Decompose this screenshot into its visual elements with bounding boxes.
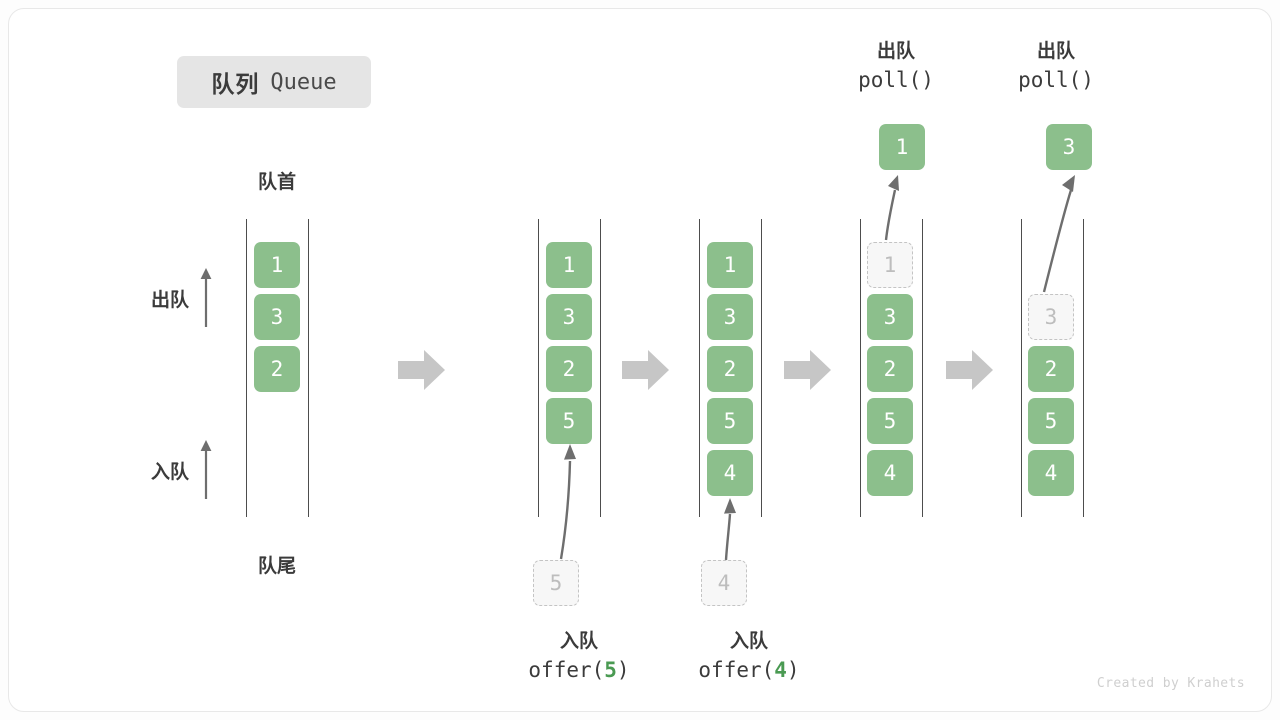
queue-element: 4 — [707, 450, 753, 496]
queue-rail-right — [761, 219, 762, 517]
outgoing-element-ghost: 1 — [867, 242, 913, 288]
queue-rail-left — [538, 219, 539, 517]
diagram-card: 队列 Queue 队首 队尾 出队 入队 1 3 2 1 3 2 5 5 — [8, 8, 1272, 712]
incoming-element-ghost: 5 — [533, 560, 579, 606]
caption-code: poll() — [1018, 67, 1094, 92]
title-cn: 队列 — [211, 71, 260, 97]
step-arrow-icon — [784, 350, 831, 390]
queue-element: 5 — [1028, 398, 1074, 444]
outgoing-element-ghost: 3 — [1028, 294, 1074, 340]
caption-cn: 出队 — [1036, 41, 1075, 62]
polled-element: 3 — [1046, 124, 1092, 170]
poll-3-caption: 出队 poll() — [961, 39, 1151, 96]
caption-code: poll() — [858, 67, 934, 92]
title-badge: 队列 Queue — [177, 56, 371, 108]
caption-code: offer(5) — [528, 657, 630, 682]
step-arrow-icon — [398, 350, 445, 390]
queue-element: 4 — [1028, 450, 1074, 496]
caption-cn: 入队 — [559, 631, 598, 652]
queue-element: 5 — [546, 398, 592, 444]
offer-4-caption: 入队 offer(4) — [639, 629, 859, 686]
queue-rail-right — [922, 219, 923, 517]
dequeue-arrow-icon — [1042, 175, 1075, 293]
queue-element: 2 — [546, 346, 592, 392]
queue-rear-label: 队尾 — [257, 556, 296, 577]
caption-code: offer(4) — [698, 657, 800, 682]
incoming-element-ghost: 4 — [701, 560, 747, 606]
queue-element: 3 — [546, 294, 592, 340]
poll-1-caption: 出队 poll() — [801, 39, 991, 96]
enqueue-arrow-icon — [559, 444, 576, 560]
queue-rail-right — [1083, 219, 1084, 517]
queue-element: 2 — [1028, 346, 1074, 392]
queue-element: 2 — [254, 346, 300, 392]
queue-element: 3 — [254, 294, 300, 340]
queue-element: 2 — [867, 346, 913, 392]
polled-element: 1 — [879, 124, 925, 170]
queue-rail-left — [860, 219, 861, 517]
up-arrow-icon — [200, 440, 212, 499]
queue-element: 1 — [707, 242, 753, 288]
queue-rail-left — [1021, 219, 1022, 517]
queue-rail-left — [246, 219, 247, 517]
enqueue-direction-label: 入队 — [151, 461, 190, 483]
queue-element: 4 — [867, 450, 913, 496]
caption-cn: 入队 — [729, 631, 768, 652]
step-arrow-icon — [622, 350, 669, 390]
dequeue-direction-label: 出队 — [151, 289, 190, 311]
queue-rail-left — [699, 219, 700, 517]
enqueue-direction-indicator: 入队 — [151, 439, 213, 501]
queue-element: 5 — [707, 398, 753, 444]
watermark: Created by Krahets — [1096, 676, 1245, 691]
queue-front-label: 队首 — [257, 172, 296, 193]
queue-element: 3 — [867, 294, 913, 340]
caption-cn: 出队 — [876, 41, 915, 62]
queue-element: 1 — [254, 242, 300, 288]
step-arrow-icon — [946, 350, 993, 390]
enqueue-arrow-icon — [724, 498, 736, 561]
queue-rail-right — [600, 219, 601, 517]
queue-element: 2 — [707, 346, 753, 392]
queue-element: 3 — [707, 294, 753, 340]
up-arrow-icon — [200, 268, 212, 327]
dequeue-direction-indicator: 出队 — [151, 267, 213, 329]
queue-element: 5 — [867, 398, 913, 444]
queue-rail-right — [308, 219, 309, 517]
queue-element: 1 — [546, 242, 592, 288]
offer-5-caption: 入队 offer(5) — [469, 629, 689, 686]
dequeue-arrow-icon — [884, 175, 899, 241]
title-en: Queue — [270, 69, 337, 95]
